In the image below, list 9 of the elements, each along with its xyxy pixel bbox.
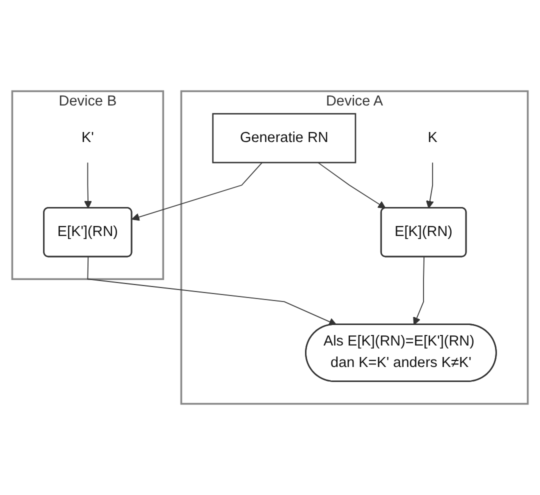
arrow bbox=[426, 162, 434, 209]
node-box: Generatie RN bbox=[212, 113, 356, 164]
arrow bbox=[87, 256, 337, 326]
arrow bbox=[413, 256, 424, 326]
arrow bbox=[132, 162, 263, 221]
node-text: K' bbox=[82, 130, 94, 146]
node-text: K bbox=[428, 130, 438, 146]
arrow bbox=[84, 162, 92, 209]
arrow bbox=[318, 162, 386, 209]
